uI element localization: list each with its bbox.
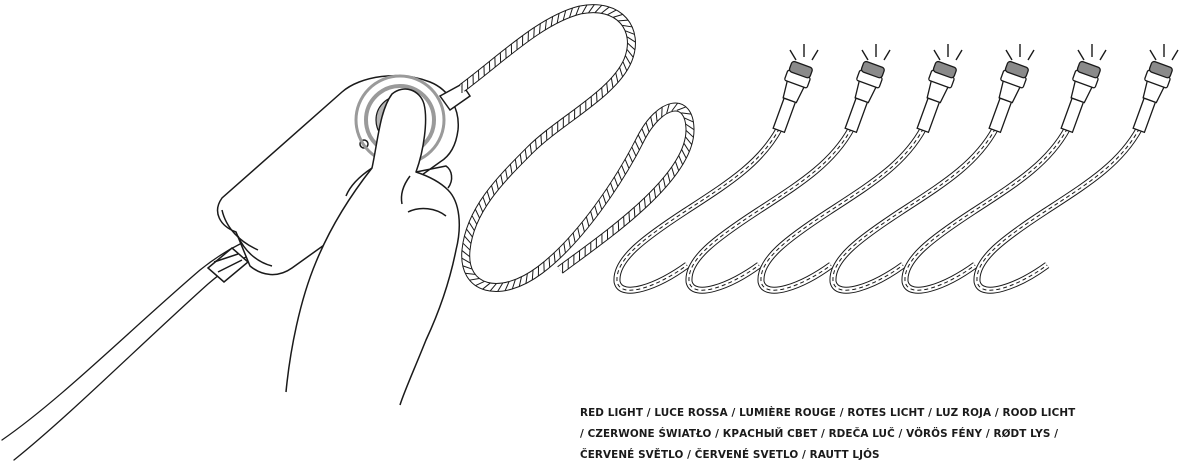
lamp-sleeve [989, 98, 1011, 132]
caption: RED LIGHT / LUCE ROSSA / LUMIÈRE ROUGE /… [580, 403, 1180, 466]
light-ray [1006, 50, 1012, 60]
light-ray [956, 50, 962, 60]
braid-fill [462, 9, 690, 288]
braided-cord [462, 9, 690, 288]
braid-twist [534, 27, 535, 37]
lamp-sleeve [773, 98, 795, 132]
light-burst-icon [790, 44, 1178, 60]
light-ray [862, 50, 868, 60]
lamp-array [613, 29, 1174, 324]
light-ray [1028, 50, 1034, 60]
lamp-sleeve [1133, 98, 1155, 132]
light-ray [934, 50, 940, 60]
lamp-sleeve [1061, 98, 1083, 132]
braid-twist [541, 135, 542, 145]
braided-cord-twist [462, 5, 694, 292]
braid-twist [629, 212, 630, 222]
lamp-sleeve [845, 98, 867, 132]
braid-twist [618, 20, 628, 21]
light-ray [1172, 50, 1178, 60]
power-cable [2, 244, 248, 460]
lamp-1 [613, 29, 814, 324]
light-ray [1150, 50, 1156, 60]
light-ray [790, 50, 796, 60]
caption-line-2: / CZERWONE ŚWIATŁO / КРАСНЫЙ СВЕТ / RDEČ… [580, 424, 1180, 445]
caption-line-3: ČERVENÉ SVĚTLO / ČERVENÉ SVETLO / RAUTT … [580, 445, 1180, 466]
light-ray [1078, 50, 1084, 60]
braid-twist [549, 257, 550, 267]
lamp-2 [685, 29, 886, 324]
light-ray [812, 50, 818, 60]
light-ray [884, 50, 890, 60]
caption-line-1: RED LIGHT / LUCE ROSSA / LUMIÈRE ROUGE /… [580, 403, 1180, 424]
lamp-sleeve [917, 98, 939, 132]
braid-outline [462, 9, 690, 288]
light-ray [1100, 50, 1106, 60]
